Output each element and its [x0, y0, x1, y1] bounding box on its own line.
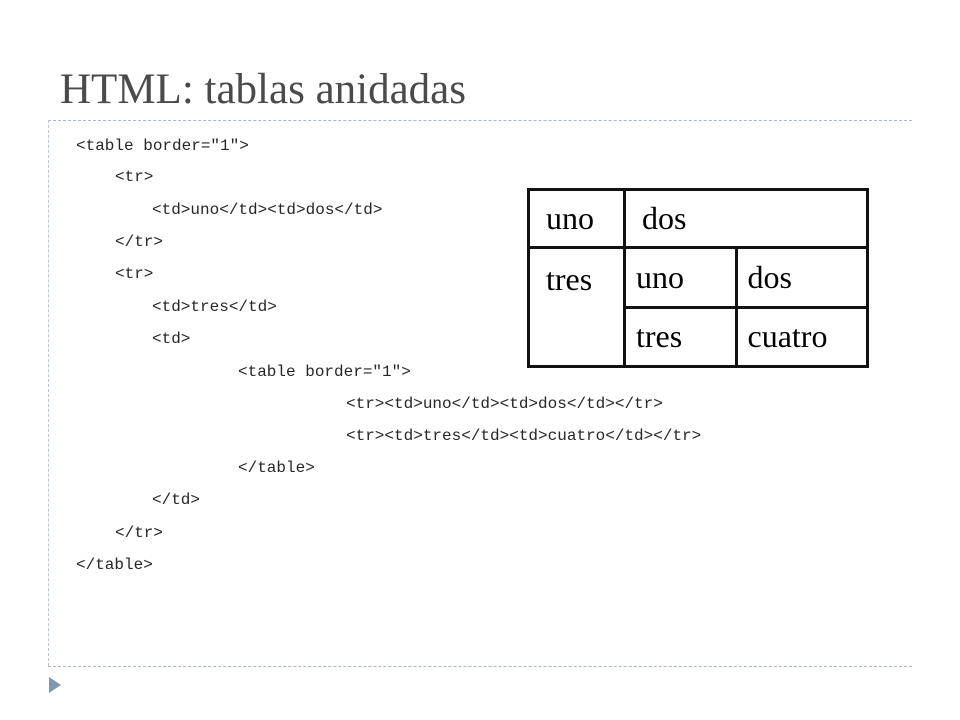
code-line: <tr><td>uno</td><td>dos</td></tr> — [346, 395, 663, 413]
table-row: uno dos — [527, 188, 869, 249]
table-cell: uno — [626, 249, 738, 309]
code-line: <tr> — [115, 168, 154, 186]
table-cell: uno — [527, 188, 626, 249]
code-line: <table border="1"> — [76, 137, 249, 155]
code-line: <td> — [152, 330, 191, 348]
table-cell: tres — [626, 305, 738, 365]
table-cell: dos — [734, 249, 866, 309]
code-line: </table> — [238, 459, 315, 477]
nested-table-cell: uno dos tres cuatro — [623, 246, 869, 368]
code-line: <td>uno</td><td>dos</td> — [152, 201, 383, 219]
code-line: <table border="1"> — [238, 363, 411, 381]
left-guide-line — [48, 120, 49, 666]
code-line: <tr><td>tres</td><td>cuatro</td></tr> — [346, 427, 702, 445]
code-line: </tr> — [115, 524, 164, 542]
title-divider — [48, 120, 912, 121]
table-row: tres cuatro — [626, 305, 866, 365]
code-line: </tr> — [115, 233, 164, 251]
table-row: tres uno dos tres cuatro — [527, 246, 869, 368]
table-cell: cuatro — [734, 305, 866, 365]
table-row: uno dos — [626, 249, 866, 309]
footer-divider — [48, 666, 912, 667]
code-line: <tr> — [115, 265, 154, 283]
slide-title: HTML: tablas anidadas — [60, 66, 467, 113]
triangle-bullet-icon — [49, 677, 61, 693]
inner-table: uno dos tres cuatro — [626, 249, 866, 365]
code-line: </table> — [76, 556, 153, 574]
code-line: <td>tres</td> — [152, 298, 277, 316]
code-line: </td> — [152, 491, 201, 509]
table-cell: tres — [527, 246, 626, 368]
rendered-nested-table: uno dos tres uno dos tres cuatro — [527, 188, 869, 368]
table-cell: dos — [623, 188, 869, 249]
